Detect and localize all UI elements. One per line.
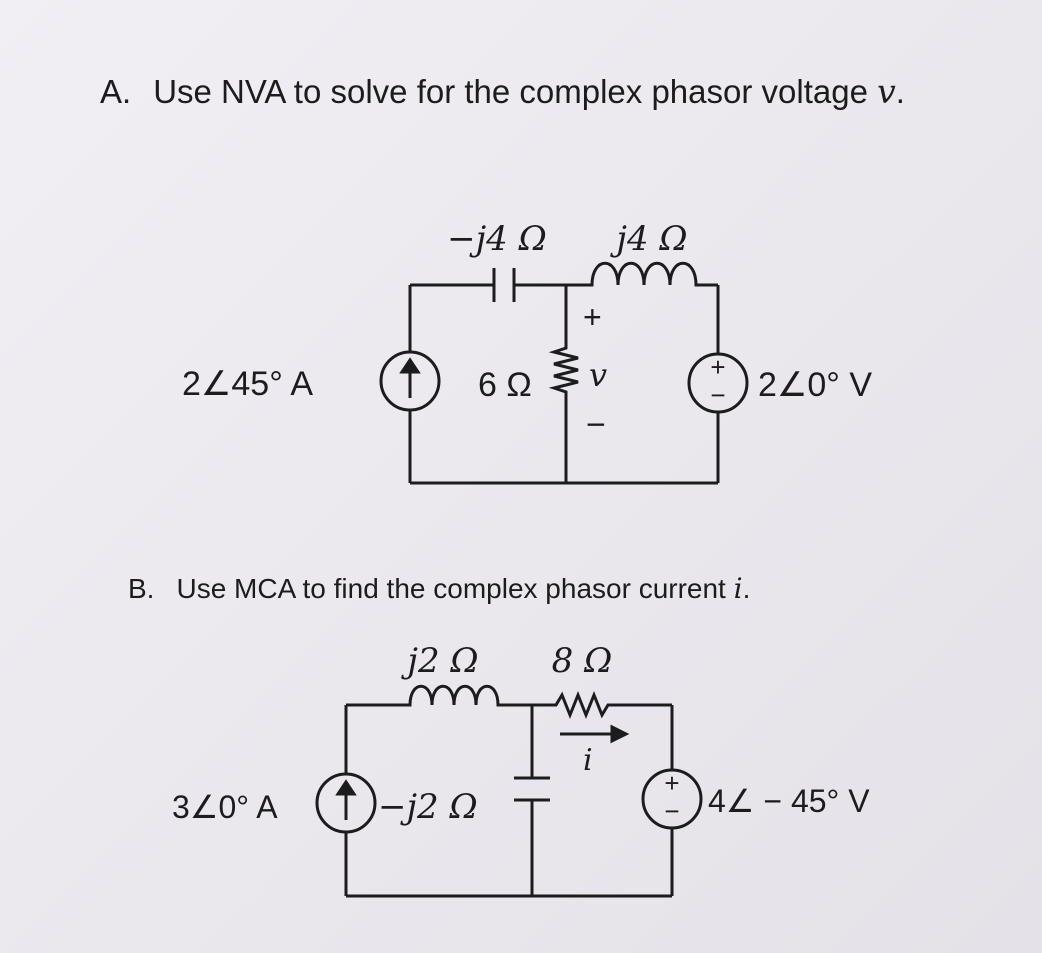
current-source-b xyxy=(315,772,377,834)
capacitor-a xyxy=(492,268,516,302)
voltage-source-b xyxy=(641,768,703,830)
question-a-text: Use NVA to solve for the complex phasor … xyxy=(153,73,868,110)
capacitor-b xyxy=(514,776,550,802)
i-symbol: i xyxy=(583,743,593,778)
voltage-source-a-label: 2∠0° V xyxy=(758,366,872,404)
current-source-a xyxy=(379,350,441,412)
voltage-source-a-minus: − xyxy=(710,380,725,410)
arrow-head-icon xyxy=(335,779,357,796)
inductor-a xyxy=(566,261,718,287)
v-symbol: v xyxy=(589,356,607,394)
voltage-source-a xyxy=(687,352,749,414)
arrow-head-icon xyxy=(399,357,421,374)
voltage-source-b-minus: − xyxy=(664,796,679,826)
question-b-variable: i xyxy=(733,572,743,605)
v-plus-sign: + xyxy=(583,299,602,335)
resistor-a-label: 6 Ω xyxy=(478,366,532,404)
resistor-b xyxy=(540,690,672,720)
question-a: A. Use NVA to solve for the complex phaso… xyxy=(100,72,905,111)
inductor-b-label: j2 Ω xyxy=(400,641,478,681)
capacitor-a-label: −j4 Ω xyxy=(447,219,547,259)
voltage-source-a-plus: + xyxy=(710,352,725,382)
voltage-source-b-plus: + xyxy=(664,768,679,798)
question-a-end: . xyxy=(895,73,905,110)
current-source-b-label: 3∠0° A xyxy=(172,789,278,825)
question-b: B. Use MCA to find the complex phasor cur… xyxy=(128,572,750,605)
question-a-variable: v xyxy=(877,72,896,111)
inductor-a-label: j4 Ω xyxy=(609,219,687,259)
voltage-source-b-label: 4∠ − 45° V xyxy=(708,783,870,819)
current-arrow-head-icon xyxy=(610,724,630,744)
resistor-a xyxy=(548,285,579,483)
question-b-letter: B. xyxy=(128,573,155,604)
inductor-b xyxy=(346,684,540,707)
question-b-end: . xyxy=(742,573,751,604)
resistor-b-label: 8 Ω xyxy=(552,641,613,681)
capacitor-b-label: −j2 Ω xyxy=(378,787,478,827)
v-minus-sign: − xyxy=(586,406,606,444)
current-source-a-label: 2∠45° A xyxy=(182,365,313,403)
question-a-letter: A. xyxy=(100,73,132,110)
question-b-text: Use MCA to find the complex phasor curre… xyxy=(176,573,726,604)
